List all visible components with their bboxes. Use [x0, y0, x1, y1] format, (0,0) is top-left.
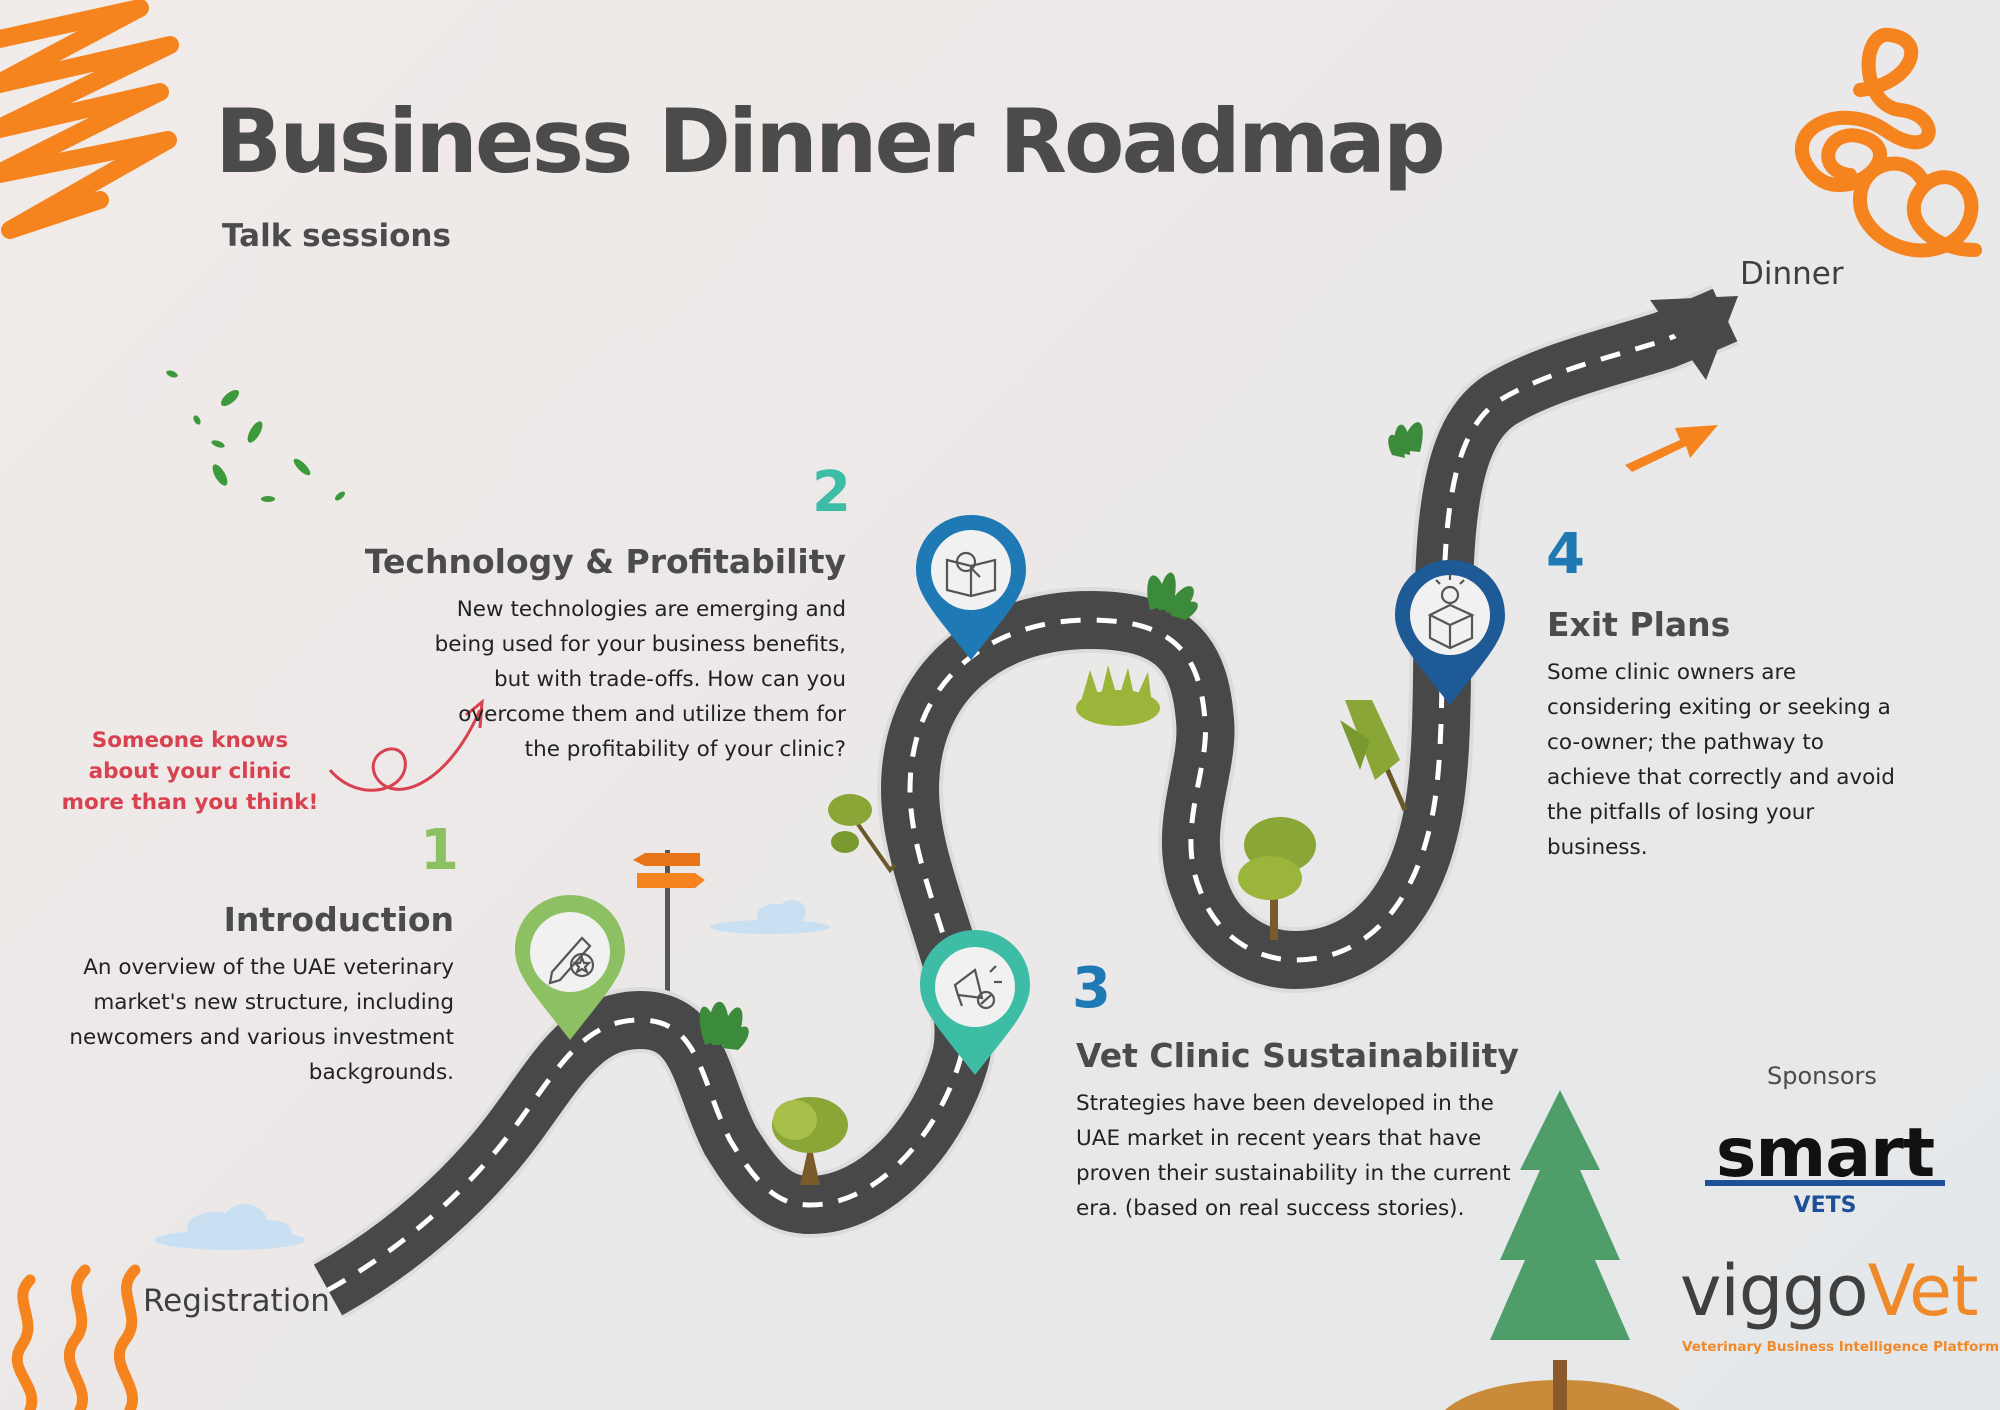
viggovet-logo-part2: Vet	[1867, 1250, 1979, 1332]
orange-squiggle-1	[11, 1274, 38, 1410]
page-subtitle: Talk sessions	[222, 218, 451, 254]
palm-bush-3	[1388, 422, 1423, 458]
stage-1-description: An overview of the UAE veterinary market…	[69, 955, 454, 1085]
smart-vets-logo: smart	[1715, 1114, 1935, 1193]
pencil-star-icon	[548, 936, 595, 985]
palm-bush-1	[699, 1001, 749, 1050]
viggovet-tagline: Veterinary Business Intelligence Platfor…	[1682, 1339, 2000, 1355]
tree-leaning-right	[1340, 700, 1408, 812]
curly-arrow-head	[465, 698, 484, 729]
book-magnifier-icon	[945, 551, 997, 598]
cloud-bottom-left	[155, 1204, 305, 1250]
orange-loops-top-right	[1795, 27, 1982, 258]
road-end-arrowhead	[1650, 296, 1738, 380]
orange-squiggle-2	[63, 1264, 91, 1410]
tree-small-left	[772, 1097, 848, 1185]
cloud-center	[710, 900, 830, 934]
signpost	[633, 850, 705, 1050]
stage-4-description: Some clinic owners are considering exiti…	[1547, 660, 1895, 860]
stage-2-number: 2	[812, 460, 851, 525]
stage-1-number: 1	[420, 818, 459, 883]
callout-text: Someone knows about your clinic more tha…	[61, 728, 319, 815]
palm-bush-2	[1147, 572, 1198, 620]
lightbulb-box-icon	[1427, 574, 1475, 650]
sponsors-label: Sponsors	[1767, 1062, 1877, 1090]
smart-vets-logo-sub: VETS	[1793, 1193, 1857, 1218]
grass-bush	[1076, 665, 1160, 726]
viggovet-logo-part1: viggo	[1680, 1250, 1869, 1332]
orange-arrow	[1625, 425, 1718, 472]
road-start-label: Registration	[143, 1283, 330, 1319]
page-title: Business Dinner Roadmap	[215, 90, 1446, 193]
stage-4-heading: Exit Plans	[1547, 605, 1731, 644]
leaves-decoration	[166, 370, 345, 502]
orange-squiggle-3	[113, 1264, 141, 1410]
megaphone-percent-icon	[953, 965, 1002, 1010]
stage-3-description: Strategies have been developed in the UA…	[1076, 1091, 1511, 1221]
stage-3-number: 3	[1072, 956, 1111, 1021]
smart-vets-logo-stripe	[1705, 1180, 1945, 1186]
stage-4-number: 4	[1546, 522, 1585, 587]
stage-3-heading: Vet Clinic Sustainability	[1076, 1036, 1519, 1075]
viggovet-logo: viggoVet	[1680, 1250, 1979, 1332]
orange-scribble-top-left	[0, 0, 179, 239]
tree-middle	[1238, 817, 1316, 940]
stage-2-description: New technologies are emerging and being …	[434, 597, 846, 762]
stage-2-heading: Technology & Profitability	[364, 542, 846, 581]
road	[311, 285, 1739, 1319]
curly-arrow	[328, 709, 482, 792]
stage-1-heading: Introduction	[223, 900, 454, 939]
tree-branch-left	[828, 794, 897, 874]
pine-tree	[1445, 1090, 1680, 1410]
road-end-label: Dinner	[1740, 256, 1844, 292]
